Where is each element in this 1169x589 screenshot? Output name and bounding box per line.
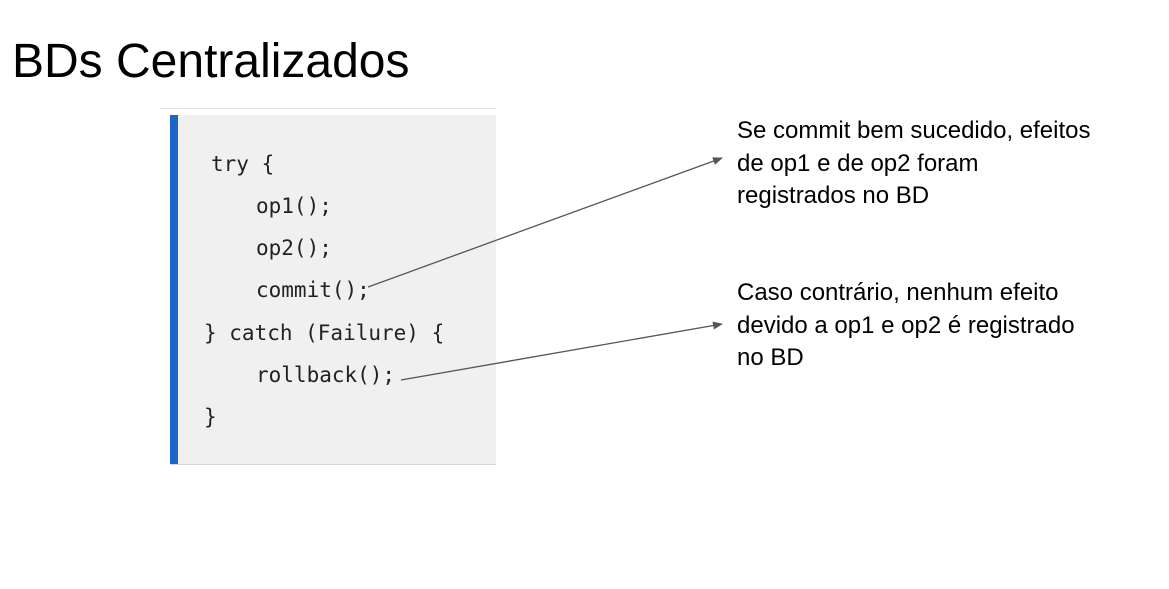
callout-commit-success-line: Se commit bem sucedido, efeitos [737, 117, 1091, 144]
slide-title: BDs Centralizados [12, 35, 410, 88]
code-line-close-brace: } [204, 405, 217, 429]
code-line-op2: op2(); [256, 236, 332, 260]
code-card-top-divider [160, 108, 496, 109]
callout-rollback-failure-line: no BD [737, 344, 804, 371]
code-line-op1: op1(); [256, 194, 332, 218]
callout-commit-success: Se commit bem sucedido, efeitos de op1 e… [737, 115, 1157, 213]
code-block: try { op1(); op2(); commit(); } catch (F… [170, 115, 496, 465]
callout-rollback-failure-line: devido a op1 e op2 é registrado [737, 311, 1075, 339]
code-line-catch: } catch (Failure) { [204, 321, 445, 345]
callout-commit-success-line: registrados no BD [737, 182, 930, 209]
callout-rollback-failure-line: Caso contrário, nenhum efeito [737, 279, 1059, 306]
code-line-try: try { [211, 152, 275, 176]
callout-commit-success-line: de op1 e de op2 foram [737, 149, 979, 177]
callout-rollback-failure: Caso contrário, nenhum efeito devido a o… [737, 277, 1157, 375]
code-accent-bar [170, 115, 178, 464]
code-line-commit: commit(); [256, 278, 370, 302]
code-line-rollback: rollback(); [256, 363, 396, 387]
